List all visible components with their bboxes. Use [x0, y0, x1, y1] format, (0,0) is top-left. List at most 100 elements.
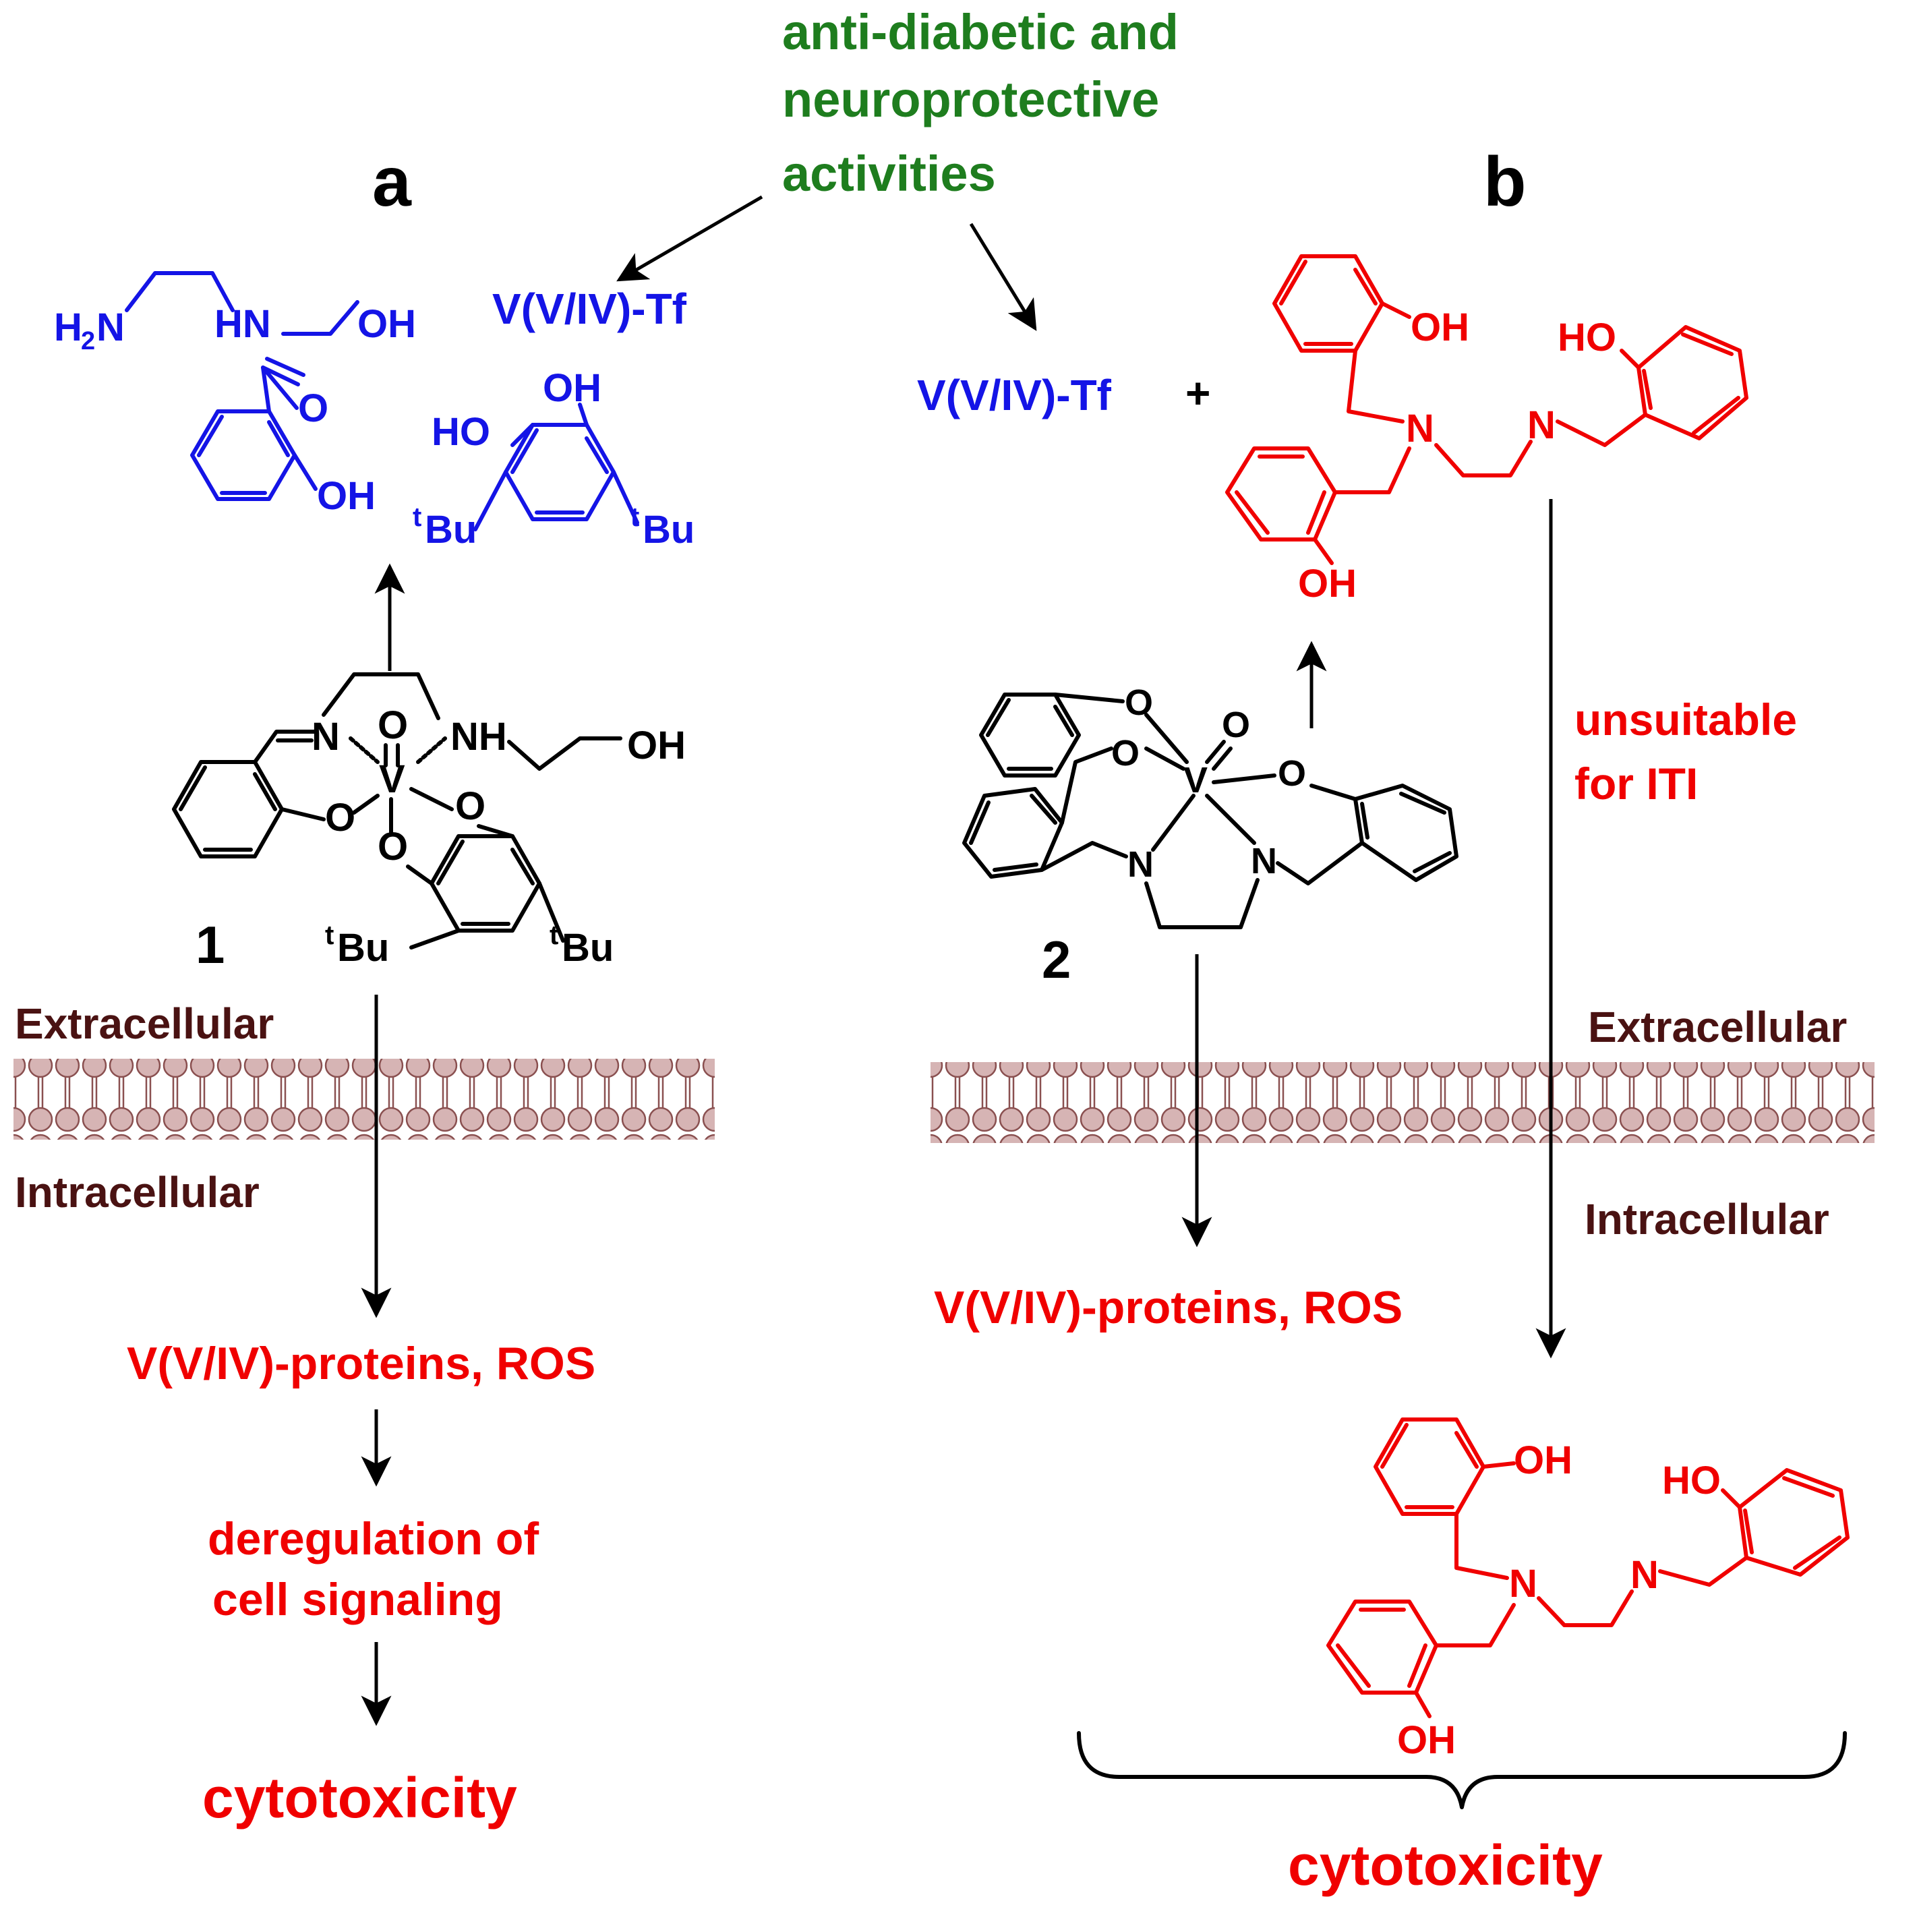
lig-top-n-1: N — [1406, 407, 1434, 450]
amine-hn: HN — [214, 302, 271, 346]
lig-top-ethylene — [1434, 440, 1533, 477]
c2-ring-1-inner — [986, 698, 1074, 771]
amine-oh: OH — [357, 302, 416, 346]
c2-v-n-bonds — [1151, 794, 1256, 852]
lig-top-oh1-bond — [1380, 301, 1411, 319]
c2-v-o-bonds — [1144, 713, 1276, 784]
lig-bot-ring-2 — [1326, 1600, 1438, 1695]
lig-top-oh-1: OH — [1411, 305, 1469, 349]
catechol-tbu-1-bu: Bu — [425, 508, 477, 552]
c1-tbu-1-t: t — [325, 920, 334, 950]
c1-imine-n: N — [312, 715, 340, 759]
c2-ch2-arms — [1040, 747, 1128, 872]
salicylaldehyde-inner — [197, 415, 290, 495]
c2-oxo: O — [1222, 705, 1250, 745]
left-extracellular: Extracellular — [15, 999, 274, 1048]
lig-top-ring-3 — [1636, 325, 1748, 440]
c2-phenolate-3 — [1309, 784, 1357, 801]
lig-bot-ring-3 — [1738, 1468, 1850, 1577]
lig-top-n-2: N — [1527, 403, 1556, 447]
lig-bot-ho-bond — [1721, 1488, 1742, 1509]
c1-vanadium: V — [379, 757, 405, 801]
c1-o-cat-2: O — [455, 784, 485, 828]
plus-sign: + — [1185, 369, 1210, 417]
lig-top-ho-bond — [1620, 349, 1641, 370]
catechol-tbu-2-bu: Bu — [643, 508, 695, 552]
panel-label-a: a — [372, 143, 412, 221]
activities-line-2: neuroprotective — [782, 71, 1159, 127]
lig-bot-oh2-bond — [1414, 1691, 1432, 1718]
lig-bot-ring-3-inner — [1743, 1476, 1841, 1570]
compound-label-2: 2 — [1042, 930, 1071, 989]
salicylaldehyde-oh: OH — [317, 474, 376, 518]
deregulation-line-1: deregulation of — [208, 1513, 539, 1564]
c1-phenolate — [280, 807, 326, 821]
c1-nh: NH — [450, 715, 507, 759]
c2-ring-3-inner — [1360, 792, 1452, 873]
lig-top-oh-2: OH — [1298, 562, 1357, 606]
catechol-tbu-bonds — [473, 470, 639, 531]
amine-chain-1 — [125, 271, 235, 312]
lig-bot-oh-2: OH — [1397, 1718, 1456, 1762]
lig-top-ring-2 — [1225, 446, 1337, 541]
catechol-tbu-1-t: t — [413, 502, 421, 532]
lig-top-ho: HO — [1558, 316, 1616, 359]
c1-o-cat-1: O — [378, 825, 408, 869]
unsuitable-line-2: for ITI — [1574, 759, 1698, 809]
activities-line-3: activities — [782, 146, 996, 202]
complex-2: O O V O O N N 2 — [962, 682, 1458, 989]
c2-ring-1 — [979, 693, 1081, 778]
right-products: V(V/IV)-proteins, ROS — [934, 1282, 1403, 1333]
lig-bot-ch2-1 — [1454, 1512, 1509, 1580]
c2-ethylene — [1144, 878, 1260, 929]
lig-top-oh2-bond — [1313, 537, 1334, 565]
c1-oxo: O — [378, 703, 408, 747]
catechol-ho: HO — [432, 410, 490, 454]
tf-left: V(V/IV)-Tf — [492, 285, 687, 333]
left-degradation-products: H 2 N HN OH V(V/IV)-Tf O OH OH HO t Bu t… — [54, 271, 695, 552]
right-extracellular: Extracellular — [1588, 1003, 1847, 1051]
arrow-note-to-tf-left — [616, 195, 763, 282]
catechol-tbu-2-t: t — [630, 502, 639, 532]
salicylaldehyde-o: O — [298, 386, 328, 430]
lig-top-ch2-1 — [1347, 349, 1405, 423]
c2-phenolate-1 — [1053, 693, 1125, 703]
amine-sub-2: 2 — [81, 327, 95, 355]
complex-1: N NH OH V O O O O t Bu t Bu 1 — [172, 672, 686, 974]
deregulation-line-2: cell signaling — [212, 1574, 503, 1625]
c1-phenyl-ring — [172, 760, 284, 858]
tf-right: V(V/IV)-Tf — [917, 371, 1112, 419]
lig-bot-oh-1: OH — [1514, 1438, 1572, 1482]
right-intracellular: Intracellular — [1585, 1195, 1829, 1243]
c2-o-2: O — [1111, 733, 1140, 773]
salicylaldehyde-oh-bond — [293, 453, 318, 491]
right-membrane — [931, 1062, 1875, 1143]
compound-label-1: 1 — [196, 915, 225, 974]
c2-ring-2 — [962, 787, 1064, 879]
lig-bot-ring-2-inner — [1336, 1608, 1427, 1688]
unsuitable-line-1: unsuitable — [1574, 695, 1797, 744]
amine-n: N — [96, 305, 125, 349]
lig-bot-ring-1 — [1374, 1417, 1485, 1516]
lig-top-ring-1-inner — [1279, 260, 1378, 346]
c2-ring-3 — [1353, 784, 1458, 882]
c1-imine — [253, 730, 319, 764]
c1-catecholate-inner — [436, 840, 535, 926]
lig-bot-ch2-3 — [1434, 1603, 1516, 1647]
activities-note: anti-diabetic and neuroprotective activi… — [782, 4, 1179, 202]
c1-tbu-1-bu: Bu — [337, 926, 389, 970]
catechol-inner — [510, 428, 609, 515]
free-ligand-top: OH N N HO OH — [1225, 254, 1748, 606]
c1-v-oxo — [384, 743, 400, 767]
c1-phenyl-inner — [179, 765, 277, 852]
free-ligand-bottom: OH N N HO OH — [1326, 1417, 1850, 1762]
c2-n-1: N — [1127, 844, 1154, 885]
c2-ring-2-inner — [969, 794, 1057, 872]
c1-hydroxyethyl — [507, 736, 622, 771]
lig-bot-n-2: N — [1630, 1553, 1659, 1597]
amine-h: H — [54, 305, 82, 349]
lig-bot-ring-1-inner — [1380, 1423, 1479, 1509]
c1-oh: OH — [627, 724, 686, 767]
arrow-note-to-tf-right — [969, 223, 1037, 331]
